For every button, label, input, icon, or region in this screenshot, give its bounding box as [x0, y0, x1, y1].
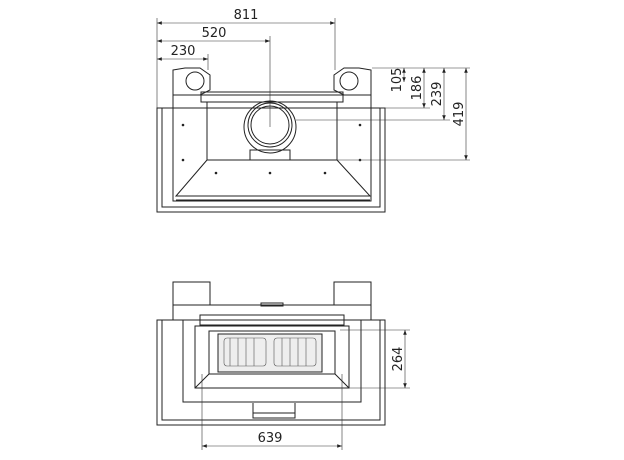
left-lug	[172, 281, 211, 305]
right-lug	[333, 67, 372, 96]
front-view: 264 639	[156, 281, 410, 450]
glass-window	[208, 330, 336, 375]
dim-label-639: 639	[258, 431, 283, 446]
dim-label-239: 239	[430, 82, 445, 107]
door-frame	[182, 319, 362, 403]
dim-label-520: 520	[202, 26, 227, 41]
left-lug	[172, 67, 211, 96]
dim-label-419: 419	[452, 102, 467, 127]
right-lug	[333, 281, 372, 305]
dim-label-230: 230	[171, 44, 196, 59]
firebox-body	[172, 94, 372, 202]
top-view: 811 520 230 105 186 239	[156, 8, 470, 213]
grate-panel	[217, 333, 323, 373]
air-control-lever	[252, 412, 296, 419]
dim-label-264: 264	[391, 347, 406, 372]
dim-label-105: 105	[390, 68, 405, 93]
dim-label-811: 811	[234, 8, 259, 23]
dim-label-186: 186	[410, 76, 425, 101]
flue-collar	[243, 100, 297, 154]
